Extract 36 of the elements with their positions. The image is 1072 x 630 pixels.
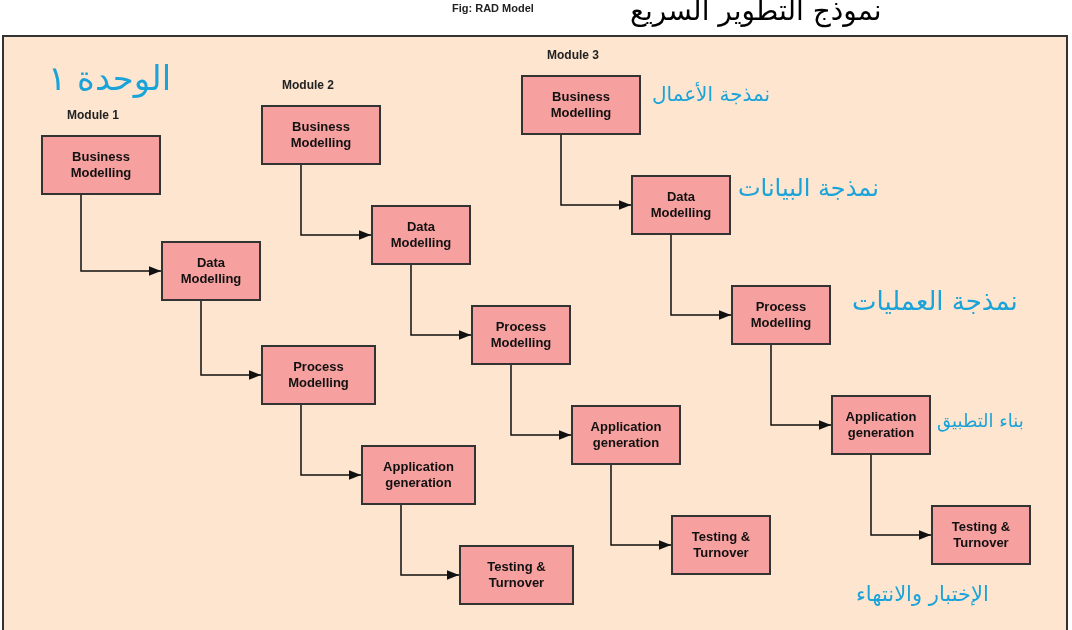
process-box: Data Modelling — [371, 205, 471, 265]
process-box: Testing & Turnover — [671, 515, 771, 575]
process-box: Data Modelling — [161, 241, 261, 301]
process-box: Application generation — [361, 445, 476, 505]
arrow — [510, 364, 572, 440]
arrow — [610, 464, 672, 550]
process-box: Process Modelling — [261, 345, 376, 405]
process-box: Data Modelling — [631, 175, 731, 235]
arrow — [670, 234, 732, 320]
module-label: Module 2 — [282, 78, 334, 92]
annotation: بناء التطبيق — [937, 410, 1024, 431]
process-box: Business Modelling — [41, 135, 161, 195]
arrow — [870, 454, 932, 540]
process-box: Testing & Turnover — [459, 545, 574, 605]
arrow — [770, 344, 832, 430]
annotation: نمذجة العمليات — [852, 286, 1018, 316]
arrow — [300, 404, 362, 480]
process-box: Business Modelling — [261, 105, 381, 165]
arrow — [560, 134, 632, 210]
process-box: Business Modelling — [521, 75, 641, 135]
process-box: Application generation — [571, 405, 681, 465]
annotation: الإختبار والانتهاء — [856, 582, 989, 606]
module-label: Module 1 — [67, 108, 119, 122]
caption: Fig: RAD Model — [452, 2, 534, 14]
arrow — [400, 504, 460, 580]
process-box: Process Modelling — [731, 285, 831, 345]
process-box: Process Modelling — [471, 305, 571, 365]
process-box: Testing & Turnover — [931, 505, 1031, 565]
arrow — [80, 194, 162, 276]
module-label: Module 3 — [547, 48, 599, 62]
arrow — [200, 300, 262, 380]
annotation: نمذجة البيانات — [738, 174, 879, 202]
arrow — [300, 164, 372, 240]
process-box: Application generation — [831, 395, 931, 455]
arrow — [410, 264, 472, 340]
module-heading: الوحدة ١ — [48, 58, 172, 98]
